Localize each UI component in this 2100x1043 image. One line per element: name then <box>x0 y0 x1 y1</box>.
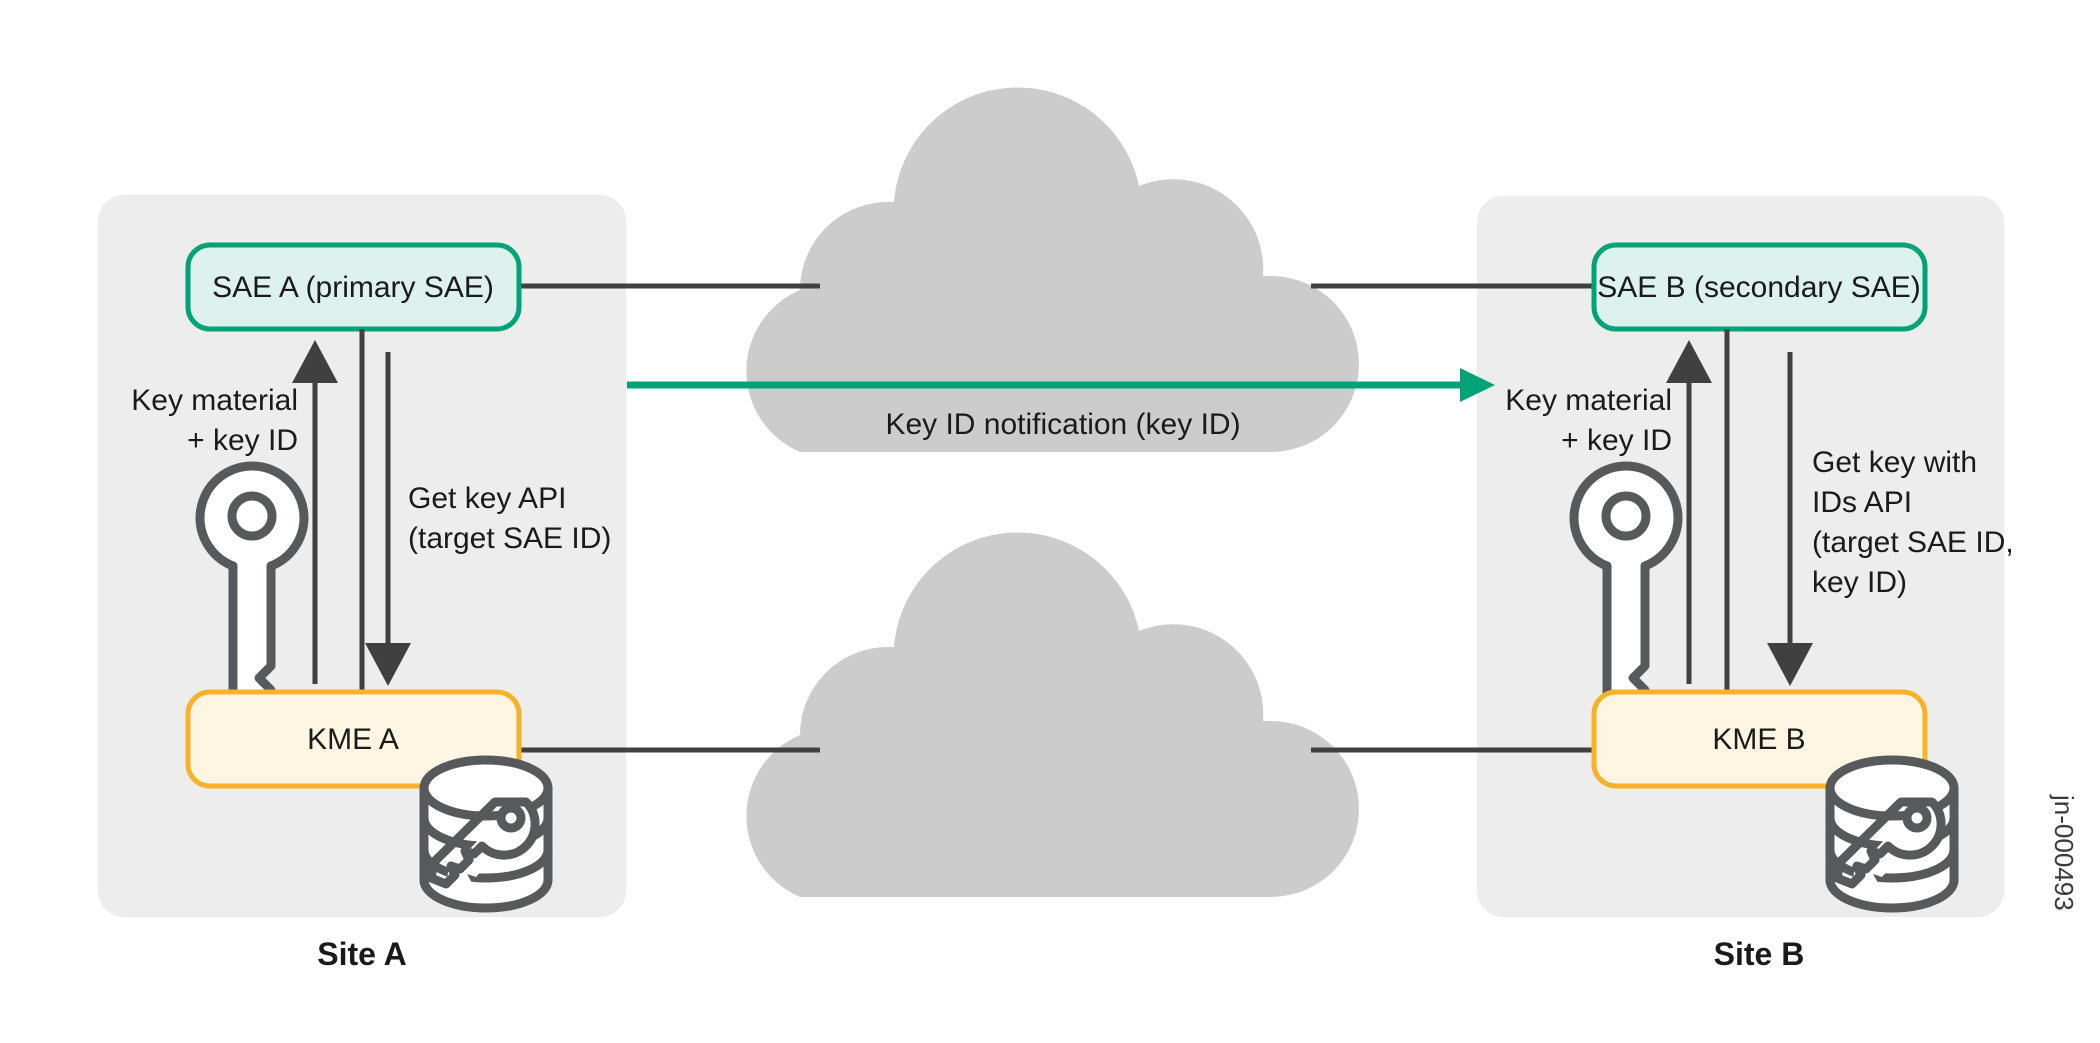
key-material-label-b-line1: Key material <box>1505 384 1672 417</box>
key-database-icon-site-b <box>1825 755 1959 913</box>
sae-a-box[interactable] <box>185 242 522 332</box>
site-a-caption: Site A <box>317 936 407 972</box>
key-id-notification-arrow <box>627 368 1495 402</box>
get-key-label-b-line1: Get key with <box>1812 446 1977 479</box>
get-key-label-b-line3: (target SAE ID, <box>1812 526 2014 559</box>
kme-a-label: KME A <box>307 723 399 756</box>
key-id-notification-label: Key ID notification (key ID) <box>885 408 1240 441</box>
watermark-label: jn-000493 <box>2049 794 2079 911</box>
get-key-label-a-line2: (target SAE ID) <box>408 522 611 555</box>
get-key-label-a-line1: Get key API <box>408 482 566 515</box>
key-material-arrow-a <box>292 340 338 684</box>
kme-b-label: KME B <box>1712 723 1805 756</box>
sae-a-label: SAE A (primary SAE) <box>212 271 494 304</box>
sae-b-box[interactable] <box>1591 242 1928 332</box>
kme-b-box[interactable] <box>1591 689 1928 789</box>
kme-a-box[interactable] <box>185 689 522 789</box>
get-key-label-b-line2: IDs API <box>1812 486 1912 519</box>
get-key-with-ids-arrow-b <box>1767 352 1813 686</box>
network-cloud-bottom <box>746 532 1359 897</box>
key-material-label-b-line2: + key ID <box>1561 424 1672 457</box>
get-key-label-b-line4: key ID) <box>1812 566 1907 599</box>
get-key-api-arrow-a <box>365 352 411 686</box>
key-material-label-a-line1: Key material <box>131 384 298 417</box>
site-b-caption: Site B <box>1714 936 1805 972</box>
key-material-label-a-line2: + key ID <box>187 424 298 457</box>
key-material-arrow-b <box>1666 340 1712 684</box>
key-database-icon-site-a <box>419 755 553 913</box>
sae-b-label: SAE B (secondary SAE) <box>1597 271 1920 304</box>
network-cloud-top <box>746 87 1359 452</box>
